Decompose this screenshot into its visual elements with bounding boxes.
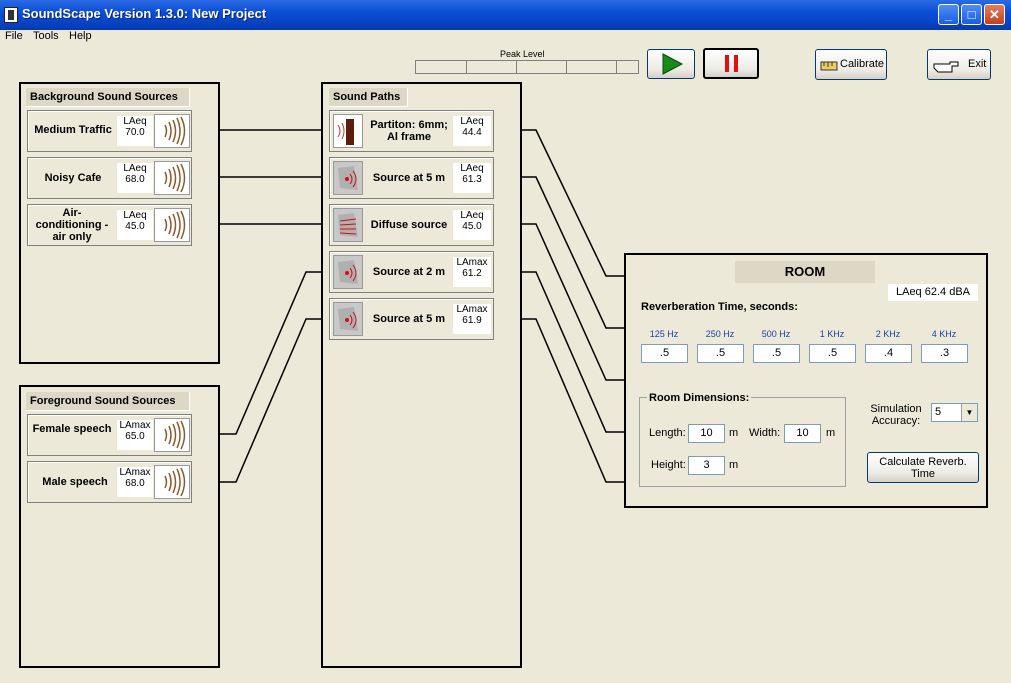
pointing-hand-icon (933, 61, 959, 73)
source-name: Noisy Cafe (44, 172, 102, 184)
speaker-waves-icon (154, 114, 190, 148)
room-dimensions-title: Room Dimensions: (647, 392, 752, 404)
room-title: ROOM (735, 261, 875, 283)
source-name: Air-conditioning - air only (35, 207, 109, 243)
calibrate-button[interactable]: Calibrate (815, 49, 887, 80)
simulation-accuracy-value: 5 (935, 406, 942, 418)
length-label: Length: (649, 427, 686, 439)
reverb-input-250hz[interactable]: .5 (697, 344, 744, 363)
reverb-input-4khz[interactable]: .3 (921, 344, 968, 363)
simulation-accuracy-label: Simulation Accuracy: (870, 403, 922, 427)
peak-level-label: Peak Level (500, 49, 545, 59)
title-bar[interactable] (0, 0, 1011, 30)
chevron-down-icon[interactable]: ▼ (961, 404, 977, 421)
freq-label: 2 KHz (875, 329, 901, 339)
speaker-waves-icon (154, 418, 190, 452)
speaker-waves-icon (154, 161, 190, 195)
source-name: Male speech (42, 476, 108, 488)
exit-label: Exit (968, 58, 987, 70)
speaker-waves-icon (154, 208, 190, 242)
height-label: Height: (651, 459, 686, 471)
background-sources-title: Background Sound Sources (26, 88, 190, 107)
freq-label: 4 KHz (931, 329, 957, 339)
point-source-icon (333, 161, 363, 195)
minimize-button[interactable]: _ (938, 4, 959, 25)
pause-icon (725, 55, 738, 72)
close-button[interactable]: ✕ (984, 4, 1005, 25)
partition-wall-icon (333, 114, 363, 148)
path-name: Source at 5 m (372, 172, 446, 184)
peak-level-meter (415, 60, 639, 74)
length-input[interactable]: 10 (688, 424, 725, 443)
freq-label: 250 Hz (705, 329, 735, 339)
reverb-title: Reverberation Time, seconds: (641, 301, 798, 313)
calculate-reverb-button[interactable]: Calculate Reverb. Time (867, 452, 979, 483)
reverb-input-500hz[interactable]: .5 (753, 344, 800, 363)
menu-tools[interactable]: Tools (33, 30, 59, 42)
app-icon[interactable] (4, 7, 18, 23)
path-name: Diffuse source (370, 219, 448, 231)
pause-button[interactable] (703, 48, 759, 79)
diffuse-source-icon (333, 208, 363, 242)
exit-button[interactable]: Exit (927, 49, 991, 80)
path-name: Source at 5 m (372, 313, 446, 325)
foreground-sources-title: Foreground Sound Sources (26, 392, 190, 411)
reverb-input-1khz[interactable]: .5 (809, 344, 856, 363)
maximize-button[interactable]: □ (961, 4, 982, 25)
play-icon (662, 53, 684, 75)
room-level: LAeq 62.4 dBA (888, 284, 978, 301)
source-name: Female speech (32, 423, 112, 435)
menu-help[interactable]: Help (69, 30, 92, 42)
path-name: Source at 2 m (372, 266, 446, 278)
speaker-waves-icon (154, 465, 190, 499)
width-input[interactable]: 10 (784, 424, 821, 443)
height-input[interactable]: 3 (688, 456, 725, 475)
play-button[interactable] (647, 49, 695, 79)
path-name: Partiton: 6mm; Al frame (370, 119, 448, 143)
freq-label: 1 KHz (819, 329, 845, 339)
point-source-icon (333, 255, 363, 289)
height-unit: m (729, 459, 739, 471)
length-unit: m (729, 427, 739, 439)
sound-paths-title: Sound Paths (329, 88, 408, 107)
width-unit: m (826, 427, 836, 439)
reverb-input-2khz[interactable]: .4 (865, 344, 912, 363)
ruler-icon (820, 61, 838, 71)
simulation-accuracy-select[interactable]: 5 ▼ (931, 403, 978, 422)
width-label: Width: (749, 427, 781, 439)
point-source-icon (333, 302, 363, 336)
reverb-input-125hz[interactable]: .5 (641, 344, 688, 363)
menu-file[interactable]: File (5, 30, 23, 42)
freq-label: 500 Hz (761, 329, 791, 339)
freq-label: 125 Hz (649, 329, 679, 339)
calibrate-label: Calibrate (840, 58, 885, 70)
window-title: SoundScape Version 1.3.0: New Project (22, 6, 267, 21)
source-name: Medium Traffic (34, 124, 112, 136)
